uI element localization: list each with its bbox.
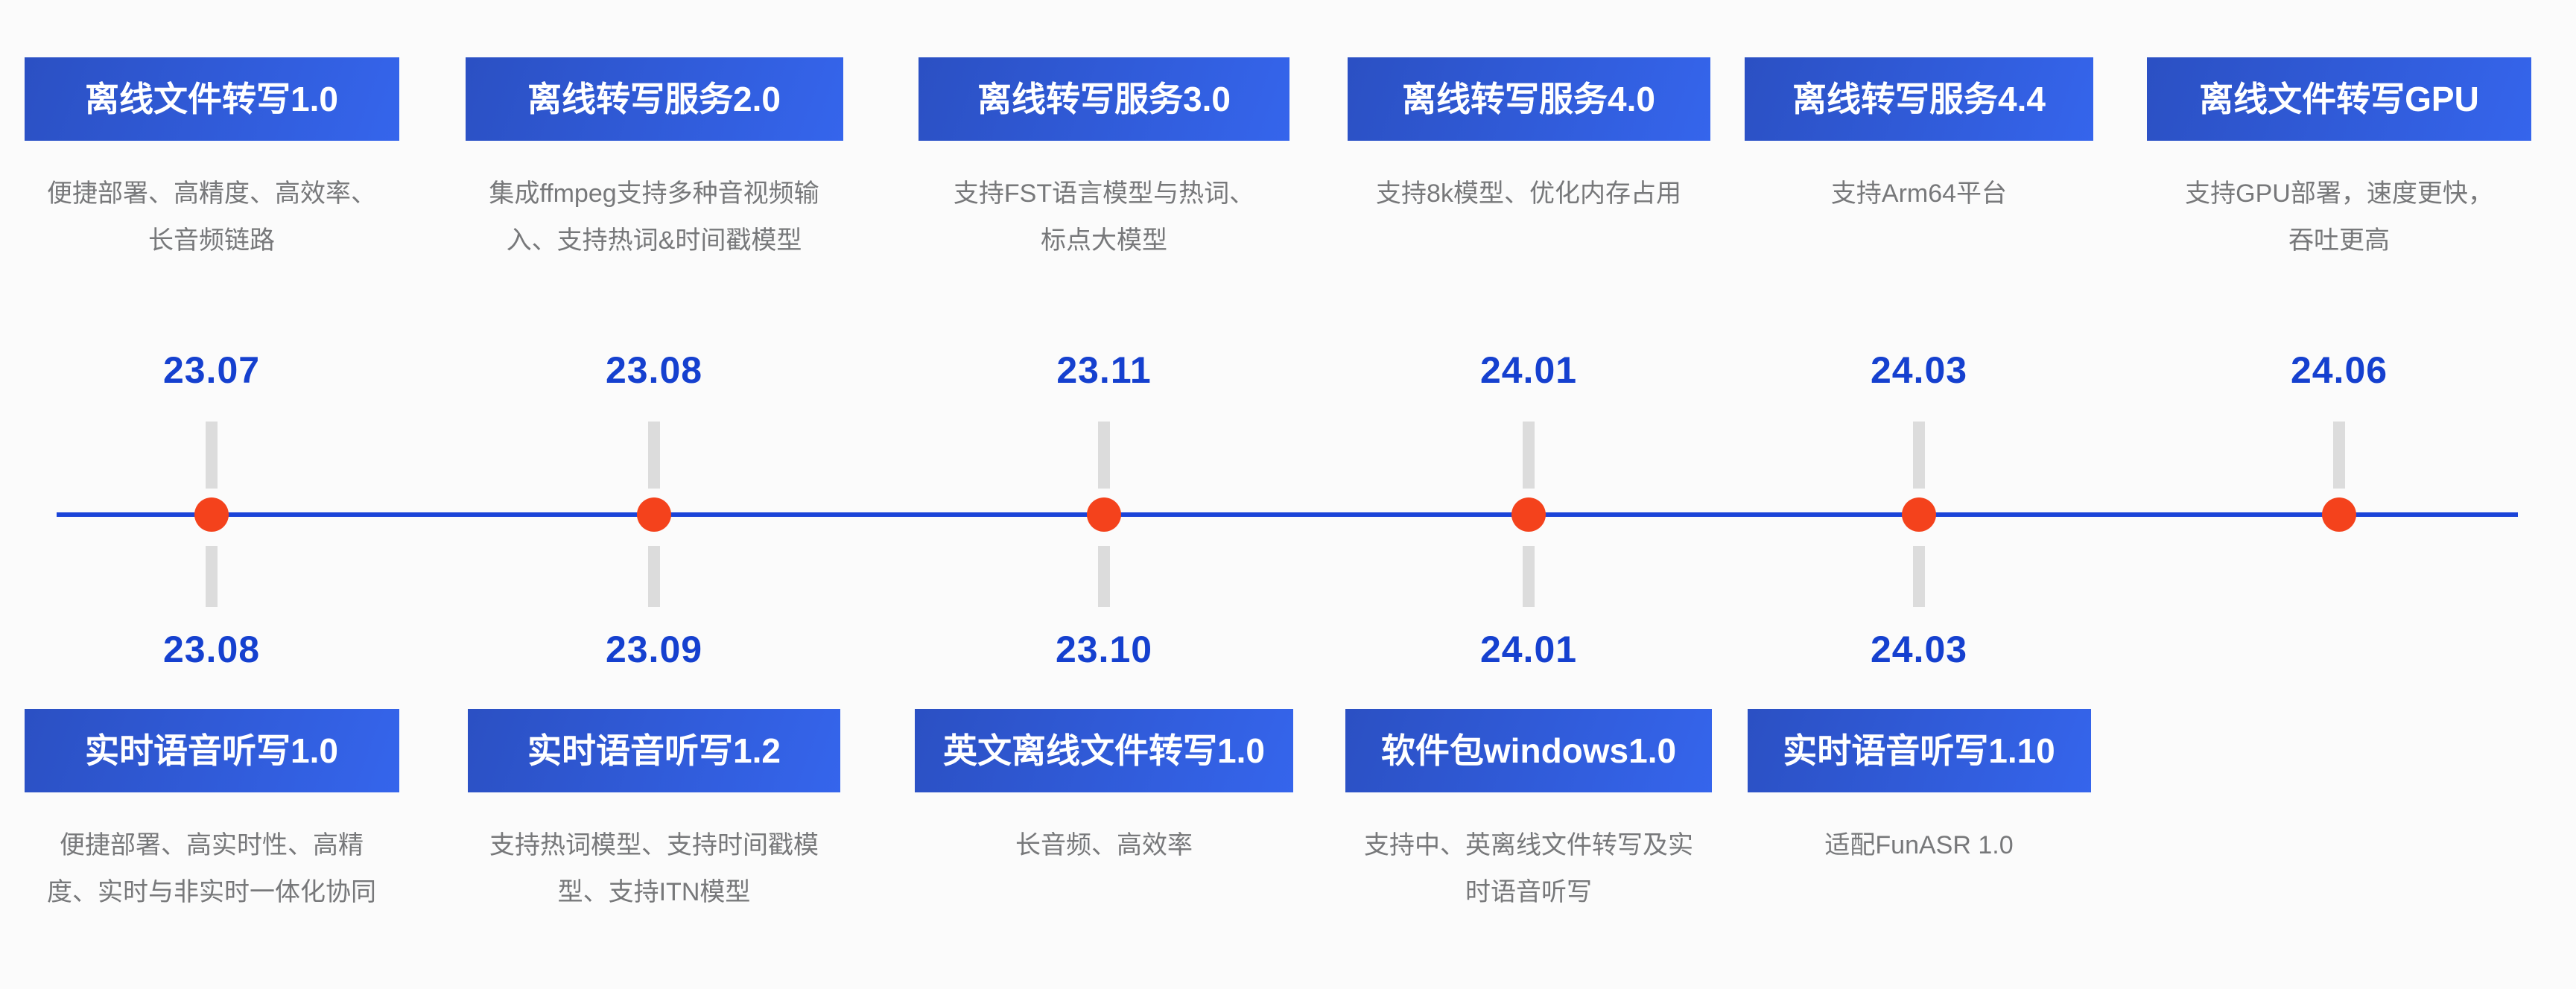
release-description: 支持中、英离线文件转写及实 时语音听写 — [1364, 831, 1693, 906]
tick-below-4 — [1523, 546, 1535, 607]
release-box: 实时语音听写1.2 — [468, 709, 840, 792]
release-box: 离线文件转写1.0 — [24, 57, 399, 141]
release-box: 离线转写服务4.4 — [1745, 57, 2093, 141]
milestone-dot-1 — [194, 497, 229, 532]
timeline-entry-bottom-5: 实时语音听写1.10 适配FunASR 1.0 — [1695, 709, 2142, 869]
release-date: 24.01 — [1479, 629, 1578, 670]
release-description: 支持GPU部署，速度更快， 吞吐更高 — [2185, 179, 2493, 255]
tick-above-2 — [648, 422, 660, 489]
milestone-dot-6 — [2322, 497, 2356, 532]
release-date: 24.03 — [1870, 629, 1968, 670]
release-description: 支持热词模型、支持时间戳模 型、支持ITN模型 — [489, 831, 819, 906]
release-box: 离线转写服务4.0 — [1347, 57, 1710, 141]
release-box: 离线文件转写GPU — [2147, 57, 2531, 141]
milestone-dot-4 — [1511, 497, 1546, 532]
timeline-entry-top-2: 离线转写服务2.0 集成ffmpeg支持多种音视频输 入、支持热词&时间戳模型 — [431, 57, 878, 264]
release-date: 23.10 — [1055, 629, 1153, 670]
release-title: 英文离线文件转写1.0 — [943, 731, 1265, 770]
tick-above-6 — [2333, 422, 2345, 489]
release-title: 离线转写服务4.0 — [1402, 80, 1655, 118]
milestone-dot-2 — [637, 497, 671, 532]
release-date: 24.03 — [1870, 349, 1968, 391]
timeline-entry-bottom-4: 软件包windows1.0 支持中、英离线文件转写及实 时语音听写 — [1305, 709, 1752, 916]
release-description: 支持8k模型、优化内存占用 — [1376, 179, 1681, 208]
release-description: 集成ffmpeg支持多种音视频输 入、支持热词&时间戳模型 — [489, 179, 819, 255]
release-date: 23.08 — [605, 349, 703, 391]
release-title: 实时语音听写1.2 — [527, 731, 781, 770]
timeline-entry-bottom-1: 实时语音听写1.0 便捷部署、高实时性、高精 度、实时与非实时一体化协同 — [0, 709, 435, 916]
tick-above-1 — [206, 422, 218, 489]
release-box: 实时语音听写1.10 — [1747, 709, 2091, 792]
tick-above-4 — [1523, 422, 1535, 489]
milestone-dot-3 — [1087, 497, 1121, 532]
release-title: 离线转写服务3.0 — [977, 80, 1231, 118]
release-title: 离线转写服务2.0 — [527, 80, 781, 118]
timeline-entry-bottom-3: 英文离线文件转写1.0 长音频、高效率 — [881, 709, 1327, 869]
release-date: 24.01 — [1479, 349, 1578, 391]
release-box: 离线转写服务3.0 — [919, 57, 1289, 141]
tick-below-3 — [1098, 546, 1110, 607]
release-description: 适配FunASR 1.0 — [1824, 831, 2014, 859]
release-date: 24.06 — [2290, 349, 2388, 391]
tick-above-3 — [1098, 422, 1110, 489]
timeline-entry-top-3: 离线转写服务3.0 支持FST语言模型与热词、 标点大模型 — [881, 57, 1327, 264]
release-box: 离线转写服务2.0 — [465, 57, 843, 141]
release-title: 离线文件转写GPU — [2199, 80, 2479, 118]
tick-below-5 — [1913, 546, 1925, 607]
milestone-dot-5 — [1902, 497, 1936, 532]
release-description: 支持FST语言模型与热词、 标点大模型 — [953, 179, 1255, 255]
release-title: 离线文件转写1.0 — [85, 80, 338, 118]
release-date: 23.08 — [162, 629, 261, 670]
release-description: 长音频、高效率 — [1015, 831, 1193, 859]
release-box: 软件包windows1.0 — [1345, 709, 1712, 792]
release-title: 离线转写服务4.4 — [1792, 80, 2046, 118]
tick-below-2 — [648, 546, 660, 607]
timeline-entry-bottom-2: 实时语音听写1.2 支持热词模型、支持时间戳模 型、支持ITN模型 — [431, 709, 878, 916]
release-date: 23.09 — [605, 629, 703, 670]
timeline-entry-top-6: 离线文件转写GPU 支持GPU部署，速度更快， 吞吐更高 — [2116, 57, 2563, 264]
tick-below-1 — [206, 546, 218, 607]
release-description: 支持Arm64平台 — [1830, 179, 2008, 208]
release-box: 实时语音听写1.0 — [24, 709, 399, 792]
timeline-line — [57, 512, 2518, 517]
release-title: 实时语音听写1.0 — [85, 731, 338, 770]
release-description: 便捷部署、高实时性、高精 度、实时与非实时一体化协同 — [47, 831, 376, 906]
release-date: 23.07 — [162, 349, 261, 391]
release-box: 英文离线文件转写1.0 — [915, 709, 1293, 792]
release-description: 便捷部署、高精度、高效率、 长音频链路 — [47, 179, 376, 255]
release-date: 23.11 — [1056, 349, 1152, 391]
tick-above-5 — [1913, 422, 1925, 489]
timeline-entry-top-4: 离线转写服务4.0 支持8k模型、优化内存占用 — [1305, 57, 1752, 217]
release-title: 软件包windows1.0 — [1380, 731, 1677, 770]
timeline-entry-top-5: 离线转写服务4.4 支持Arm64平台 — [1695, 57, 2142, 217]
release-title: 实时语音听写1.10 — [1783, 731, 2055, 770]
timeline-entry-top-1: 离线文件转写1.0 便捷部署、高精度、高效率、 长音频链路 — [0, 57, 435, 264]
